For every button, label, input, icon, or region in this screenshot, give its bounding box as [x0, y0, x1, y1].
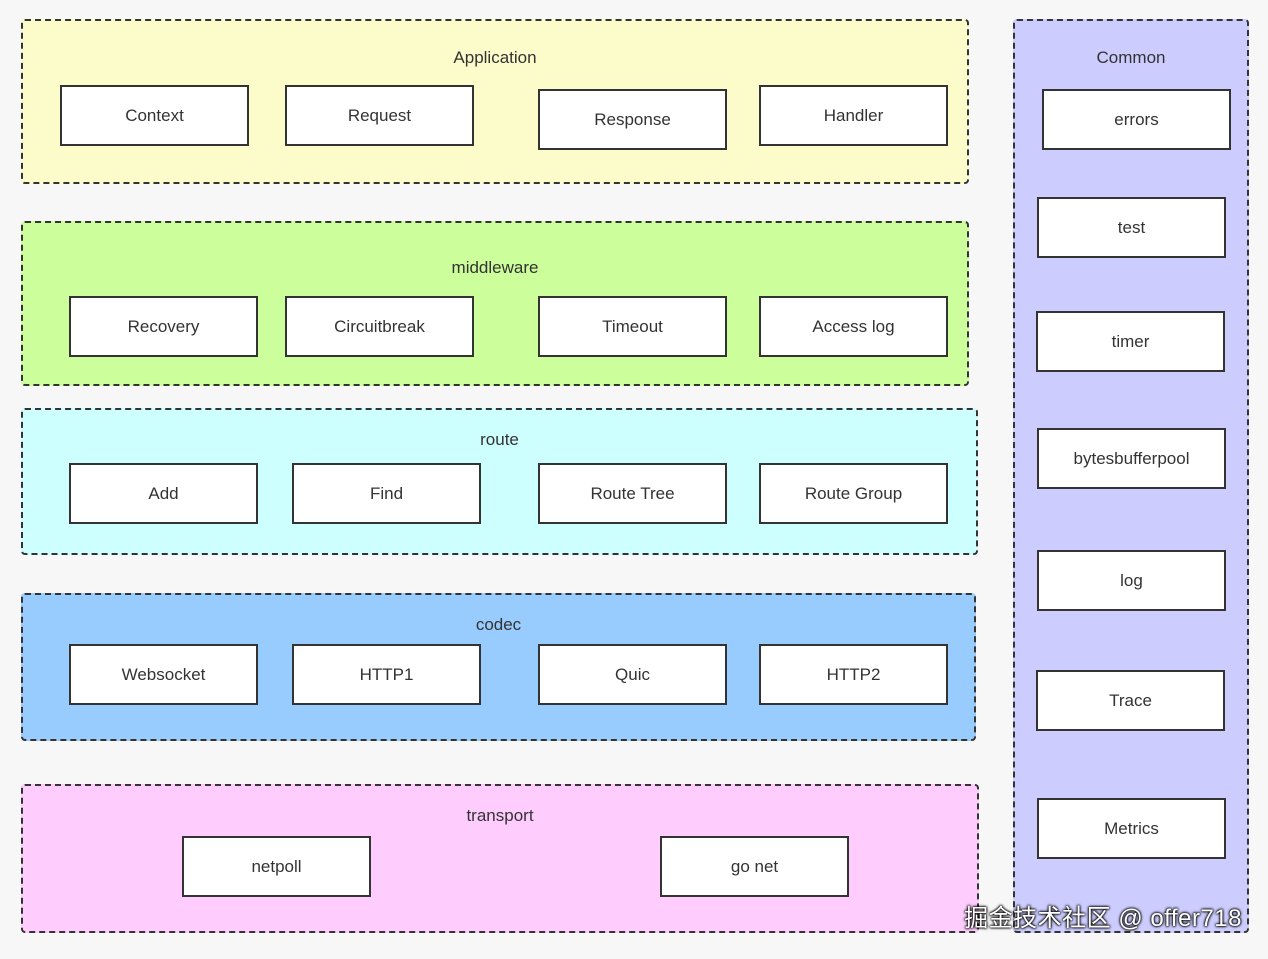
component-timer: timer — [1036, 311, 1225, 372]
component-response: Response — [538, 89, 727, 150]
component-errors: errors — [1042, 89, 1231, 150]
component-circuitbreak: Circuitbreak — [285, 296, 474, 357]
component-bytesbufferpool: bytesbufferpool — [1037, 428, 1226, 489]
component-trace: Trace — [1036, 670, 1225, 731]
component-metrics: Metrics — [1037, 798, 1226, 859]
component-websocket: Websocket — [69, 644, 258, 705]
layer-title-codec: codec — [475, 615, 522, 634]
component-recovery: Recovery — [69, 296, 258, 357]
component-add: Add — [69, 463, 258, 524]
watermark-text: 掘金技术社区 @ offer718 — [964, 905, 1242, 932]
component-route-tree: Route Tree — [538, 463, 727, 524]
component-go-net: go net — [660, 836, 849, 897]
component-quic: Quic — [538, 644, 727, 705]
component-timeout: Timeout — [538, 296, 727, 357]
component-http2: HTTP2 — [759, 644, 948, 705]
component-access-log: Access log — [759, 296, 948, 357]
component-context: Context — [60, 85, 249, 146]
layer-title-middleware: middleware — [451, 258, 539, 277]
layer-title-transport: transport — [466, 806, 534, 825]
component-http1: HTTP1 — [292, 644, 481, 705]
component-route-group: Route Group — [759, 463, 948, 524]
component-find: Find — [292, 463, 481, 524]
component-log: log — [1037, 550, 1226, 611]
component-handler: Handler — [759, 85, 948, 146]
component-netpoll: netpoll — [182, 836, 371, 897]
component-test: test — [1037, 197, 1226, 258]
layer-title-route: route — [480, 430, 519, 449]
component-request: Request — [285, 85, 474, 146]
layer-title-application: Application — [453, 48, 537, 67]
layer-title-common: Common — [1096, 48, 1166, 67]
